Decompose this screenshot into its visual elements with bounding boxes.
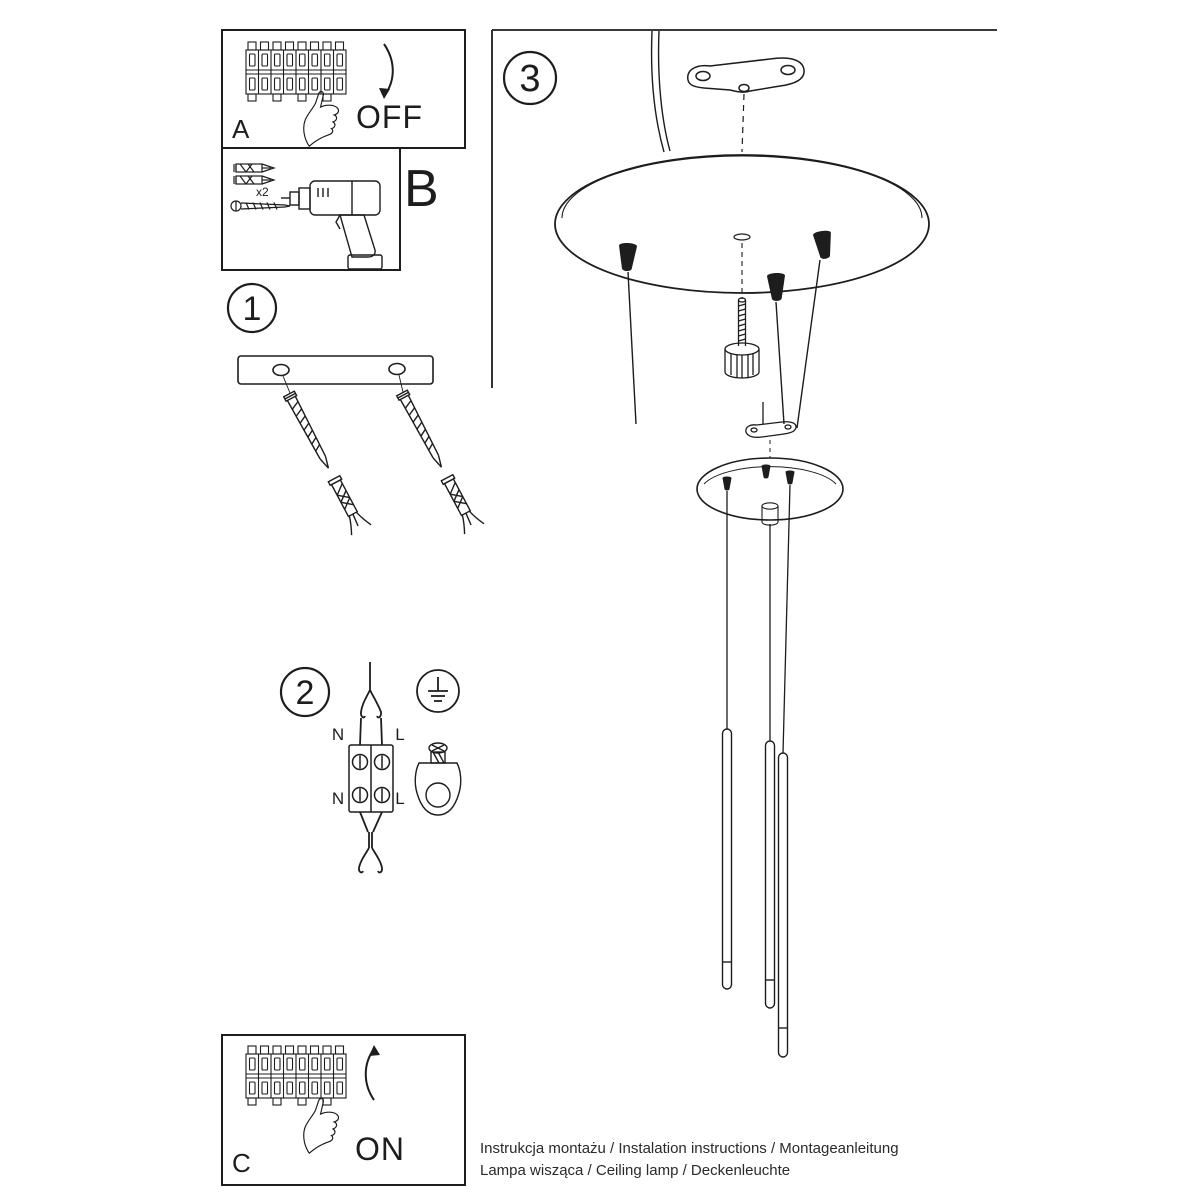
step-3-badge: 3	[502, 50, 558, 106]
off-arrow-icon	[379, 43, 394, 99]
power-cable	[650, 30, 671, 153]
cable-clamp-icon	[414, 742, 462, 816]
terminal-block	[348, 744, 394, 813]
circuit-breaker-icon	[245, 1045, 347, 1106]
panel-b-border	[221, 147, 401, 271]
neutral-label-bottom: N	[332, 789, 344, 808]
step-1-number: 1	[243, 290, 262, 328]
step-3: 3	[491, 29, 997, 429]
footer: Instrukcja montażu / Instalation instruc…	[480, 1140, 899, 1179]
step-2: 2 N L N L	[279, 662, 462, 874]
panel-c: ON C	[221, 1034, 466, 1186]
step-2-badge: 2	[279, 666, 331, 718]
ceiling-bracket	[687, 57, 805, 93]
circuit-breaker-icon	[245, 41, 347, 102]
suspension-screw	[724, 297, 760, 379]
screw-cap-small	[761, 502, 779, 526]
pointing-hand-icon	[303, 1097, 340, 1154]
suspension-cable	[796, 259, 821, 429]
mains-wire-bottom	[358, 811, 383, 874]
screw-and-plug-icon	[278, 388, 372, 536]
canopy-assembled	[696, 457, 844, 526]
earth-symbol-icon	[416, 669, 460, 713]
pendant-lamp-assembled	[696, 402, 844, 1058]
canopy-center-hole	[733, 233, 751, 241]
cord-grips	[617, 229, 835, 429]
cord-grip-icon	[766, 272, 786, 302]
panel-a: OFF A	[221, 29, 466, 149]
suspension-cable	[627, 271, 637, 425]
pointing-hand-icon	[303, 90, 340, 147]
footer-line-1: Instrukcja montażu / Instalation instruc…	[480, 1140, 899, 1157]
panel-b: x2 B	[221, 147, 439, 271]
alignment-line	[398, 374, 404, 393]
panel-a-label: A	[232, 114, 250, 144]
panel-c-border	[221, 1034, 466, 1186]
hanging-cables	[726, 484, 791, 754]
neutral-label-top: N	[332, 725, 344, 744]
canopy-disc	[554, 154, 930, 294]
drill-icon	[281, 180, 383, 270]
step-2-number: 2	[296, 674, 315, 712]
live-label-top: L	[395, 725, 404, 744]
suspension-cable	[775, 301, 785, 425]
panel-c-label: C	[232, 1148, 251, 1178]
step-1-badge: 1	[226, 282, 278, 334]
pendant-tubes	[721, 728, 789, 1058]
mounting-plate	[237, 355, 434, 385]
step-3-number: 3	[519, 58, 540, 100]
screw-and-plug-icon	[391, 387, 485, 535]
pendant-tube	[777, 752, 789, 1058]
mains-wire-top	[359, 662, 383, 746]
pendant-tube	[764, 740, 776, 1009]
pendant-tube	[721, 728, 733, 990]
on-arrow-icon	[364, 1045, 380, 1101]
ceiling-bracket-small	[745, 421, 797, 438]
power-on-label: ON	[355, 1131, 405, 1167]
alignment-line	[282, 375, 291, 394]
panel-b-label: B	[404, 160, 439, 218]
power-off-label: OFF	[356, 99, 423, 135]
live-label-bottom: L	[395, 789, 404, 808]
step-1: 1	[226, 282, 485, 536]
footer-line-2: Lampa wisząca / Ceiling lamp / Deckenleu…	[480, 1162, 790, 1179]
wall-plug-icons	[233, 163, 276, 185]
alignment-dash-line	[741, 93, 745, 153]
anchor-quantity-label: x2	[256, 185, 269, 199]
screw-icon	[230, 200, 291, 212]
